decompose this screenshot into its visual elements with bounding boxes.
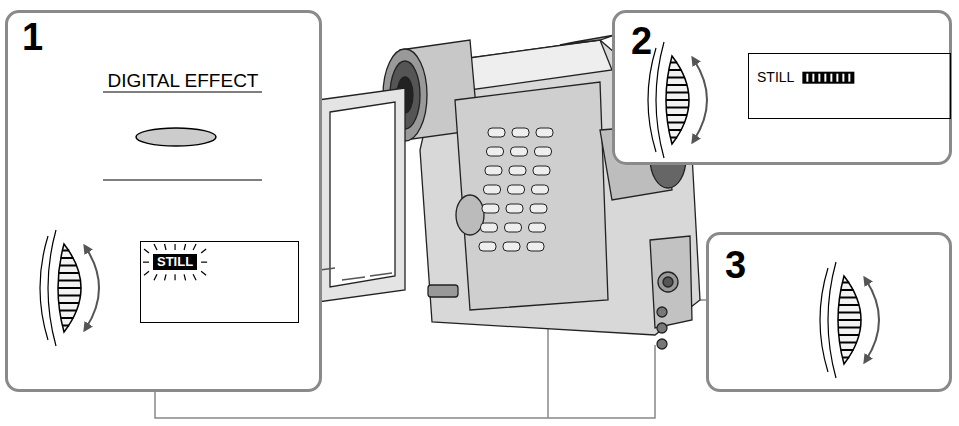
control-button (527, 242, 544, 251)
control-button (481, 223, 498, 232)
control-button (508, 185, 525, 194)
control-button (530, 204, 547, 213)
control-button (505, 223, 522, 232)
flash-ray (184, 274, 186, 280)
control-button (536, 128, 553, 137)
control-dial (40, 230, 99, 346)
level-step (836, 74, 838, 82)
control-button (509, 166, 526, 175)
flash-ray (154, 274, 157, 280)
button-label: DIGITAL EFFECT (108, 71, 259, 92)
flash-ray (165, 244, 167, 250)
control-button (506, 204, 523, 213)
control-button (479, 242, 496, 251)
flash-ray (165, 274, 167, 280)
display-screen: STILL (140, 241, 299, 323)
flash-ray (184, 244, 186, 250)
control-button (532, 185, 549, 194)
display-indicator: STILL (757, 70, 794, 85)
level-step (842, 74, 844, 82)
level-step (812, 74, 814, 82)
control-button (533, 166, 550, 175)
control-button (484, 185, 501, 194)
control-button (512, 128, 529, 137)
panel-ground (5, 10, 952, 392)
flash-ray (201, 262, 207, 263)
button-grid (479, 128, 553, 251)
step-number: 2 (631, 21, 652, 63)
flash-ray (193, 274, 196, 280)
control-button (488, 128, 505, 137)
level-step (830, 74, 832, 82)
step-panel: STILL 1DIGITAL EFFECT (5, 10, 322, 392)
control-button (485, 166, 502, 175)
control-dial (40, 42, 879, 378)
level-bar (802, 72, 854, 84)
flash-ray (193, 244, 196, 250)
level-step (848, 74, 850, 82)
flash-ray (201, 249, 206, 253)
control-button (482, 204, 499, 213)
flash-ray (144, 249, 149, 253)
step-panel: STILL 2 (612, 10, 952, 165)
control-button (487, 147, 504, 156)
step-number: 1 (22, 17, 43, 59)
display-screen: STILL (748, 53, 951, 119)
flash-ray (154, 244, 157, 250)
display-indicator: STILL (153, 254, 197, 270)
flash-ray (144, 271, 149, 275)
step-number: 3 (725, 245, 746, 287)
flash-ray (201, 271, 206, 275)
step-panel: 3 (706, 232, 952, 392)
control-dial (648, 42, 707, 158)
control-dial (820, 262, 879, 378)
control-button (529, 223, 546, 232)
level-step (818, 74, 820, 82)
flash-ray (174, 244, 175, 250)
digital-effect-button (103, 92, 262, 180)
control-button (535, 147, 552, 156)
control-button (511, 147, 528, 156)
level-step (806, 74, 808, 82)
flash-ray (174, 274, 175, 280)
level-step (824, 74, 826, 82)
flash-ray (143, 262, 149, 263)
control-button (503, 242, 520, 251)
